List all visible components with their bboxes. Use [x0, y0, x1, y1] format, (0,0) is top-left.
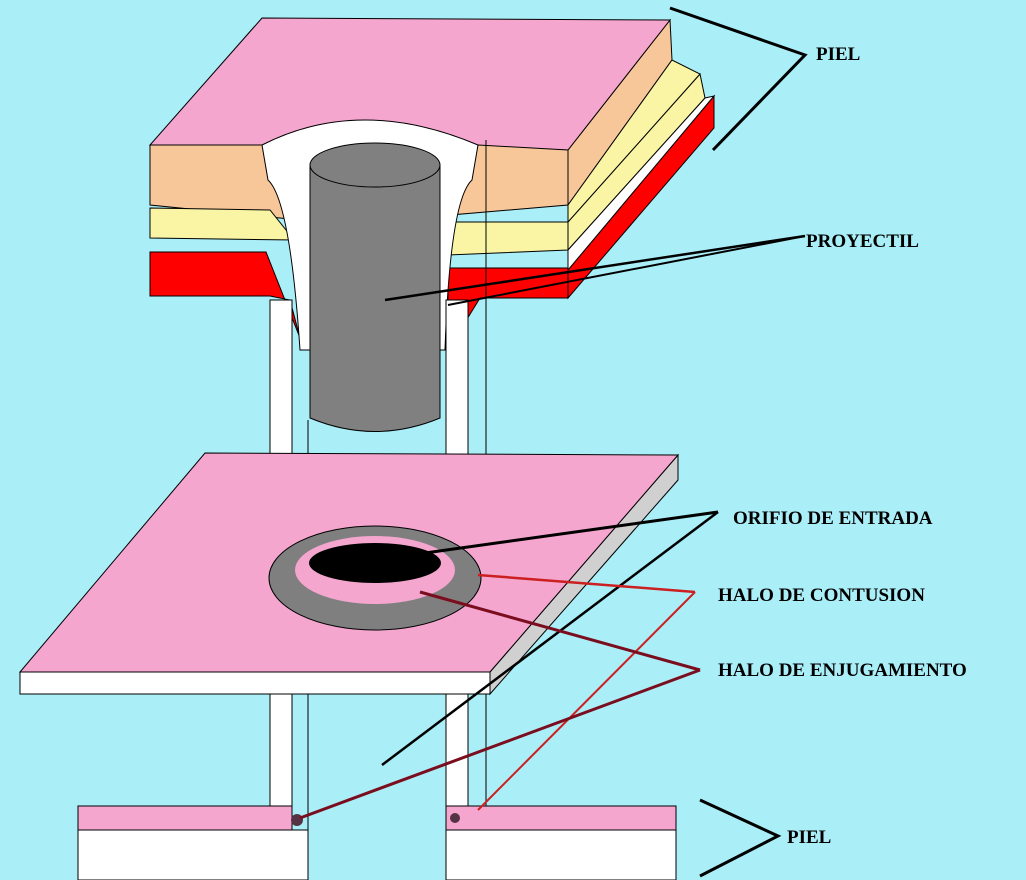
lower-skin	[77, 805, 677, 880]
lower-left-white	[77, 829, 309, 880]
label-proyectil: PROYECTIL	[806, 231, 919, 252]
projectile-top	[309, 142, 441, 188]
yellow-layer-right-front	[447, 221, 569, 256]
label-piel-top: PIEL	[816, 44, 860, 65]
lower-right-white	[445, 829, 677, 880]
label-halo-enjugamiento: HALO DE ENJUGAMIENTO	[718, 660, 967, 681]
leader-orificio-b	[381, 511, 719, 766]
lower-left-pink	[77, 805, 293, 831]
leader-enjugamiento-a	[419, 590, 701, 672]
leader-piel-top	[669, 6, 808, 152]
leader-lines	[299, 6, 808, 878]
lower-right-pink	[445, 805, 677, 831]
projectile-body	[309, 164, 441, 432]
middle-skin-plate	[18, 452, 680, 696]
leader-proyectil-b	[447, 235, 806, 306]
label-orificio-entrada: ORIFIO DE ENTRADA	[733, 508, 933, 529]
projectile	[309, 142, 441, 432]
white-layer-right-face	[567, 95, 716, 272]
middle-plate-front	[19, 671, 491, 695]
label-halo-contusion: HALO DE CONTUSION	[718, 585, 925, 606]
labels: PIEL PROYECTIL ORIFIO DE ENTRADA HALO DE…	[718, 44, 967, 848]
leader-piel-bottom	[699, 798, 782, 878]
residue-speck-left	[291, 814, 303, 826]
leader-contusion-b	[477, 591, 696, 811]
leader-proyectil-a	[384, 234, 806, 302]
leader-orificio-a	[424, 510, 719, 555]
yellow-layer-left-front	[149, 207, 296, 241]
yellow-layer-right-face-upper	[567, 59, 701, 224]
leader-enjugamiento-b	[299, 668, 701, 820]
label-piel-bottom: PIEL	[787, 827, 831, 848]
residue-speck-right	[450, 813, 460, 823]
entry-hole	[309, 543, 441, 583]
leader-contusion-a	[477, 573, 696, 594]
